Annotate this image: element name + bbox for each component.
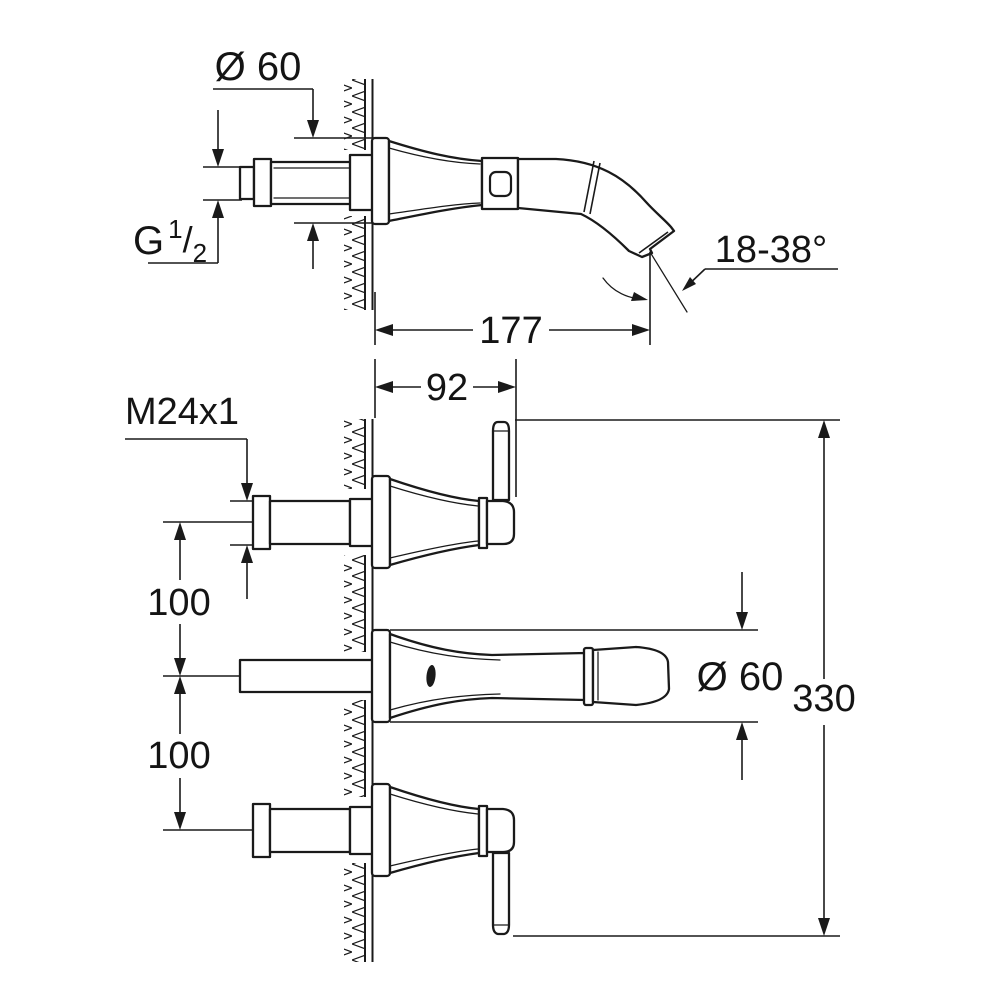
aerator-step [638, 231, 669, 254]
spout-trumpet-side [387, 139, 484, 223]
dim-text-spout-angle: 18-38° [715, 229, 827, 271]
dim-text-escutcheon-diameter: Ø 60 [697, 655, 784, 699]
escutcheon-plate-spout [370, 628, 392, 724]
dim-lower-spacing: 100 [147, 676, 252, 831]
dim-spout-projection: 177 [374, 252, 651, 352]
dim-text-spout-projection: 177 [479, 310, 542, 352]
dim-text-overall-height: 330 [792, 678, 855, 720]
dim-spout-angle: 18-38° [602, 229, 838, 313]
supply-connection [238, 153, 375, 212]
handle-lever-bottom [491, 851, 511, 936]
handle-lever-top [491, 420, 511, 502]
escutcheon-plate-bottom-handle [370, 782, 392, 878]
dim-upper-spacing: 100 [147, 521, 252, 677]
escutcheon-plate-side [370, 136, 391, 226]
spout-side-view [370, 136, 676, 259]
dim-spout-escutcheon-diameter: Ø 60 [213, 45, 372, 269]
handle-bottom [251, 782, 516, 936]
spout-front-view [238, 628, 671, 724]
dim-text-connection-thread: M24x1 [125, 391, 239, 433]
spout-arm [516, 157, 676, 259]
brand-logo-icon [488, 170, 513, 198]
dim-overall-height: 330 [513, 419, 856, 937]
escutcheon-plate-top-handle [370, 474, 392, 570]
dim-text-lower-spacing: 100 [147, 735, 210, 777]
dim-escutcheon-diameter-front: Ø 60 [390, 572, 783, 780]
dim-handle-projection: 92 [374, 359, 517, 497]
dim-text-spout-diameter: Ø 60 [215, 45, 302, 89]
dim-text-upper-spacing: 100 [147, 582, 210, 624]
brand-logo-mark [426, 665, 436, 687]
handle-top [251, 420, 516, 570]
dim-text-handle-projection: 92 [426, 367, 468, 409]
front-view: 92 M24x1 100 [125, 359, 856, 962]
dim-connection-thread: M24x1 [125, 391, 253, 599]
